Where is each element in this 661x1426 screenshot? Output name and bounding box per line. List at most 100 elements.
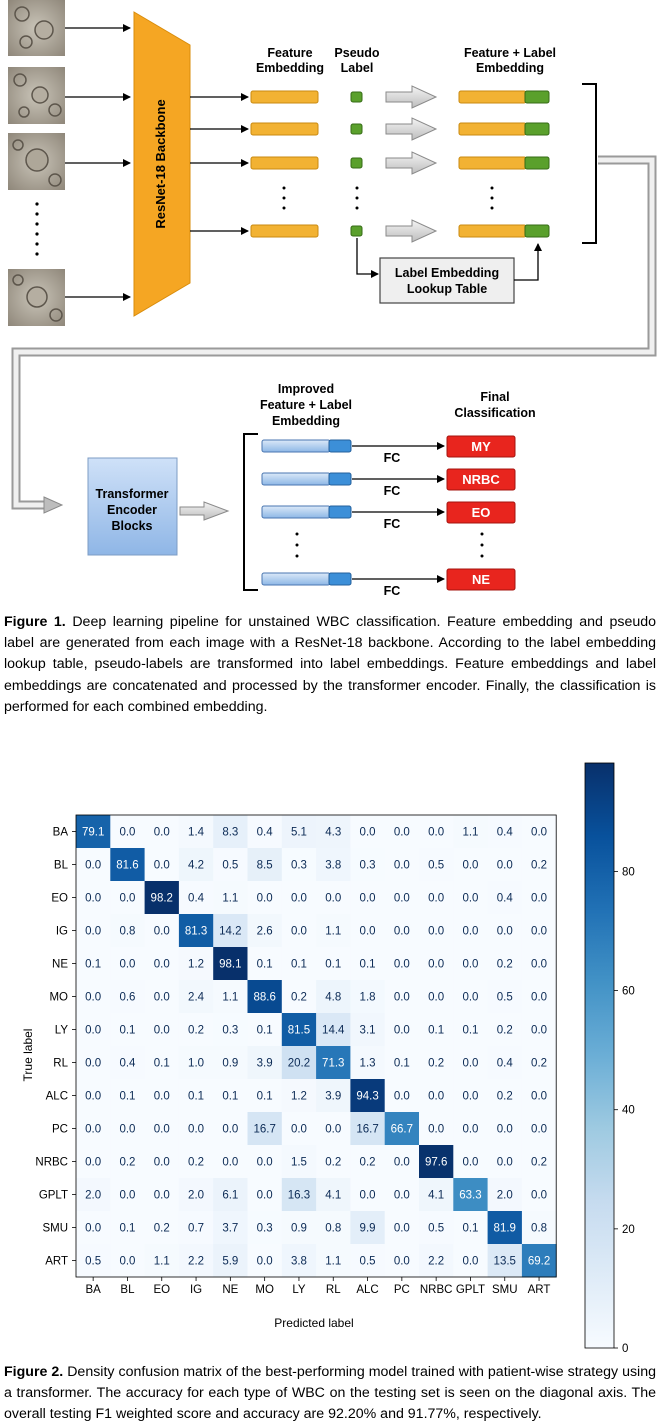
cell-value: 0.1 xyxy=(257,1091,273,1103)
cell-value: 3.9 xyxy=(257,1058,273,1070)
cell-value: 3.1 xyxy=(360,1025,376,1037)
matrix-cell xyxy=(419,848,454,882)
matrix-cell xyxy=(178,815,214,849)
cell-value: 2.0 xyxy=(188,1190,204,1202)
matrix-cell xyxy=(76,1046,111,1080)
cell-value: 0.0 xyxy=(85,1223,101,1235)
matrix-cell xyxy=(281,815,317,849)
colorbar-tick-label: 0 xyxy=(622,1343,628,1355)
matrix-cell xyxy=(350,848,386,882)
matrix-cell xyxy=(350,881,386,915)
cell-value: 0.2 xyxy=(188,1025,204,1037)
matrix-cell xyxy=(453,1145,489,1179)
cell-value: 79.1 xyxy=(82,827,104,839)
matrix-cell xyxy=(178,1211,214,1245)
cell-value: 0.1 xyxy=(257,1025,273,1037)
matrix-cell xyxy=(316,1244,351,1278)
matrix-cell xyxy=(110,1244,146,1278)
cell-value: 0.0 xyxy=(119,893,135,905)
cell-value: 0.0 xyxy=(394,893,410,905)
cell-value: 0.0 xyxy=(428,1091,444,1103)
cell-value: 0.3 xyxy=(222,1025,238,1037)
cell-value: 0.0 xyxy=(394,1025,410,1037)
matrix-cell xyxy=(76,1211,111,1245)
matrix-cell xyxy=(213,1211,248,1245)
cell-value: 0.1 xyxy=(462,1025,478,1037)
matrix-cell xyxy=(419,815,454,849)
microscopy-image xyxy=(8,0,65,56)
improved-feature-bar xyxy=(261,572,331,586)
matrix-cell xyxy=(316,1178,351,1212)
cell-value: 0.0 xyxy=(85,926,101,938)
matrix-cell xyxy=(144,1079,180,1113)
cell-value: 0.5 xyxy=(360,1256,376,1268)
x-tick-label: GPLT xyxy=(456,1284,485,1296)
matrix-cell xyxy=(453,1211,489,1245)
matrix-cell xyxy=(247,1046,283,1080)
pseudo-label-marker xyxy=(350,123,363,135)
cell-value: 97.6 xyxy=(425,1157,447,1169)
figure1-caption-label: Figure 1. xyxy=(4,614,66,630)
matrix-cell xyxy=(213,1178,248,1212)
matrix-cell xyxy=(316,980,351,1014)
matrix-cell xyxy=(453,1178,489,1212)
matrix-cell xyxy=(384,848,420,882)
cell-value: 4.1 xyxy=(325,1190,341,1202)
improved-label-bar xyxy=(328,439,352,453)
matrix-cell xyxy=(419,1145,454,1179)
cell-value: 0.0 xyxy=(428,1124,444,1136)
cell-value: 0.0 xyxy=(531,992,547,1004)
cell-value: 88.6 xyxy=(253,992,275,1004)
matrix-cell xyxy=(144,1013,180,1047)
cell-value: 0.4 xyxy=(497,893,514,905)
cell-value: 0.1 xyxy=(222,1091,238,1103)
cell-value: 0.0 xyxy=(154,1124,170,1136)
matrix-cell xyxy=(213,1046,248,1080)
colorbar-tick-label: 80 xyxy=(622,866,635,878)
matrix-cell xyxy=(487,815,523,849)
matrix-cell xyxy=(316,1046,351,1080)
matrix-cell xyxy=(521,815,557,849)
cell-value: 8.3 xyxy=(222,827,238,839)
cell-value: 0.0 xyxy=(360,1190,376,1202)
matrix-cell xyxy=(487,1244,523,1278)
matrix-cell xyxy=(384,1244,420,1278)
matrix-cell xyxy=(487,914,523,948)
colorbar-tick-label: 20 xyxy=(622,1224,635,1236)
embedding-row xyxy=(190,151,550,175)
cell-value: 0.2 xyxy=(531,860,547,872)
cell-value: 0.5 xyxy=(497,992,513,1004)
x-tick-label: NRBC xyxy=(420,1284,453,1296)
cell-value: 0.0 xyxy=(394,860,410,872)
cell-value: 0.1 xyxy=(85,959,101,971)
cell-value: 16.3 xyxy=(288,1190,310,1202)
cell-value: 66.7 xyxy=(391,1124,413,1136)
cell-value: 1.1 xyxy=(325,1256,341,1268)
cell-value: 0.0 xyxy=(531,1091,547,1103)
matrix-cell xyxy=(521,1079,557,1113)
cell-value: 0.0 xyxy=(462,959,478,971)
matrix-cell xyxy=(76,881,111,915)
matrix-cell xyxy=(384,1112,420,1146)
matrix-cell xyxy=(110,1178,146,1212)
cell-value: 0.5 xyxy=(428,860,444,872)
matrix-cell xyxy=(316,947,351,981)
cell-value: 0.4 xyxy=(119,1058,136,1070)
improved-feature-bar xyxy=(261,439,331,453)
matrix-cell xyxy=(487,1079,523,1113)
matrix-cell xyxy=(110,815,146,849)
cell-value: 0.0 xyxy=(85,1157,101,1169)
matrix-cell xyxy=(487,881,523,915)
cell-value: 0.4 xyxy=(497,1058,514,1070)
cell-value: 0.4 xyxy=(188,893,205,905)
cell-value: 1.1 xyxy=(325,926,341,938)
matrix-cell xyxy=(521,1046,557,1080)
matrix-cell xyxy=(419,881,454,915)
cell-value: 0.0 xyxy=(497,1157,513,1169)
matrix-cell xyxy=(144,1112,180,1146)
cell-value: 81.9 xyxy=(494,1223,516,1235)
